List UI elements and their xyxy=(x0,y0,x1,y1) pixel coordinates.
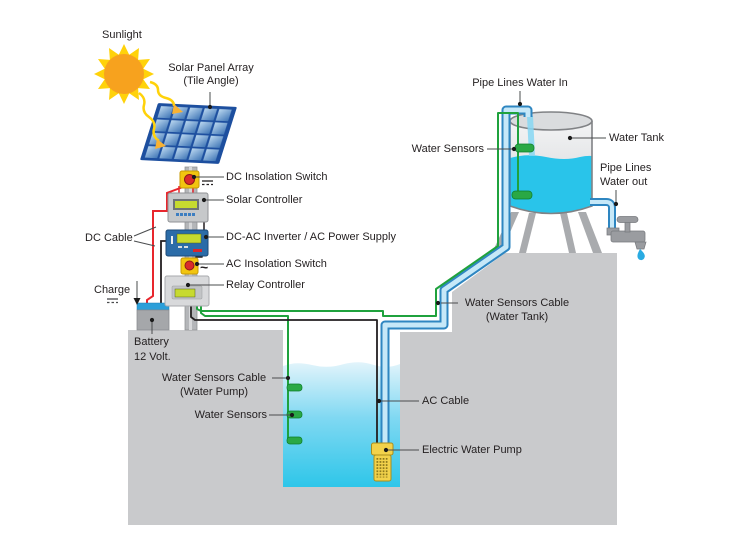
battery xyxy=(136,302,170,331)
label-pipe-lines-water-in: Pipe Lines Water In xyxy=(472,77,568,89)
label-solar-controller: Solar Controller xyxy=(226,194,303,206)
sensor-cables xyxy=(190,112,519,444)
label-water-sensors-cable-pump: Water Sensors Cable (Water Pump) xyxy=(161,372,267,398)
leader-lines xyxy=(107,91,617,451)
label-relay-controller: Relay Controller xyxy=(226,279,305,291)
relay-controller-box xyxy=(164,275,210,307)
leader-dots xyxy=(133,101,619,453)
ac-insolation-switch xyxy=(180,257,199,275)
label-water-sensors-pump: Water Sensors xyxy=(194,409,267,421)
sunbeam-arrows xyxy=(138,80,183,149)
label-water-sensors-cable-tank: Water Sensors Cable (Water Tank) xyxy=(464,297,570,323)
label-battery: Battery 12 Volt. xyxy=(134,336,171,363)
label-charge: Charge xyxy=(94,284,131,296)
sun-icon xyxy=(94,44,154,104)
electric-water-pump xyxy=(371,442,394,482)
ac-waveform-symbol: ~ xyxy=(200,259,209,275)
ac-cable-line xyxy=(190,303,378,444)
label-pipe-lines-water-out: Pipe Lines Water out xyxy=(600,162,652,188)
label-inverter: DC-AC Inverter / AC Power Supply xyxy=(226,231,396,243)
label-sunlight: Sunlight xyxy=(102,29,142,41)
water-drop-icon xyxy=(637,249,645,261)
solar-panel xyxy=(140,103,237,164)
solar-controller-box xyxy=(167,192,209,223)
label-electric-water-pump: Electric Water Pump xyxy=(422,444,522,456)
label-ac-cable: AC Cable xyxy=(422,395,470,407)
dc-insolation-switch xyxy=(179,170,200,189)
ground xyxy=(128,253,617,525)
label-water-tank: Water Tank xyxy=(609,132,665,144)
label-dc-cable: DC Cable xyxy=(85,232,133,244)
tank-rim xyxy=(509,111,593,131)
well-water xyxy=(283,362,400,487)
label-ac-insolation-switch: AC Insolation Switch xyxy=(226,258,327,270)
label-solar-panel-array: Solar Panel Array (Tile Angle) xyxy=(168,62,254,87)
pipe-water-out xyxy=(590,198,616,233)
pipe-well-to-tank xyxy=(380,105,533,447)
water-sensors-cable-tank xyxy=(196,112,519,317)
label-dc-insolation-switch: DC Insolation Switch xyxy=(226,171,328,183)
water-sensors-cable-pump xyxy=(200,303,289,443)
label-water-sensors-tank: Water Sensors xyxy=(411,143,484,155)
tank-water-sensors xyxy=(511,143,535,200)
dc-symbol xyxy=(202,180,213,186)
inverter-box xyxy=(165,229,209,257)
faucet-icon xyxy=(606,216,647,250)
